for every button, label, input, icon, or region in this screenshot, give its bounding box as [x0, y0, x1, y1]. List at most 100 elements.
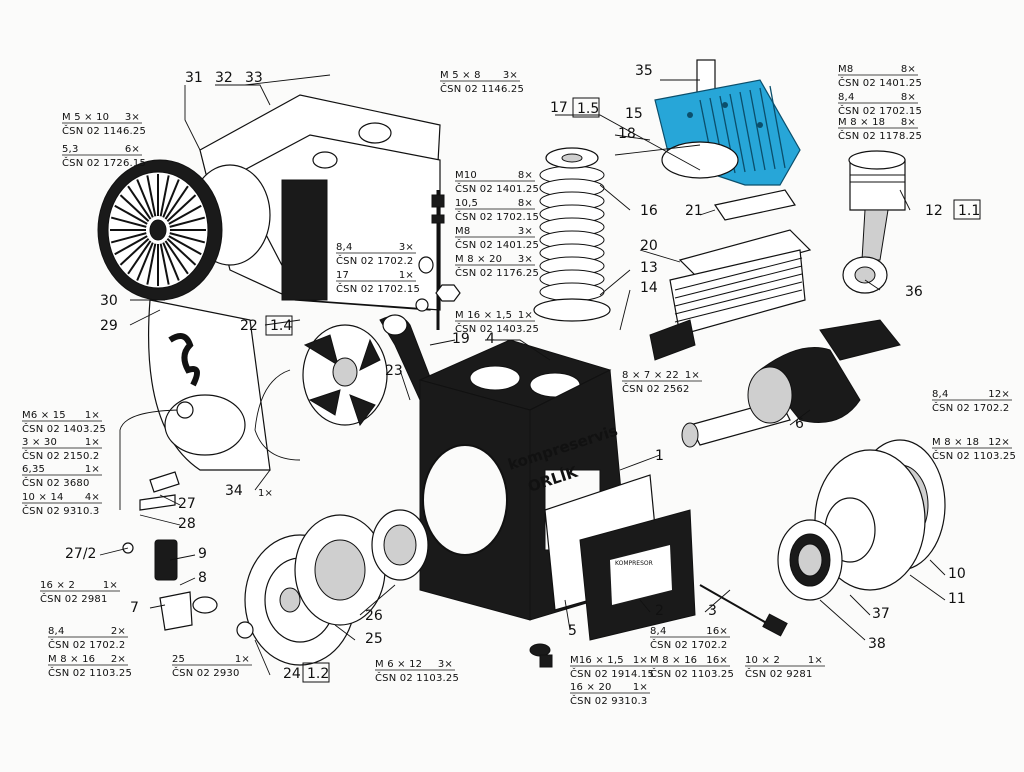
spec-size: M 8 × 20 [455, 254, 502, 265]
part-number-11: 11 [948, 591, 966, 607]
spec-size: M10 [455, 170, 477, 181]
spec-size: 16 × 20 [570, 682, 612, 693]
manifold-fin [674, 257, 803, 291]
spec-qty: 4× [85, 492, 100, 503]
spec-qty: 1× [633, 682, 648, 693]
spec-qty: 1× [235, 654, 250, 665]
grille-spoke [114, 204, 148, 225]
spec-size: 10 × 2 [745, 655, 780, 666]
spec-size: 17 [336, 270, 349, 281]
spec-16x20: 16 × 20 1×ČSN 02 9310.3 [570, 682, 650, 707]
spec-qty: 3× [518, 226, 533, 237]
spec-size: M 5 × 8 [440, 70, 481, 81]
part-number-30: 30 [100, 293, 118, 309]
grille-spoke [127, 240, 152, 275]
grille-spoke [110, 216, 147, 228]
spec-standard: ČSN 02 9310.3 [570, 694, 647, 707]
spec-qty: 1× [85, 410, 100, 421]
spec-standard: ČSN 02 2981 [40, 592, 108, 605]
spec-standard: ČSN 02 1176.25 [455, 266, 539, 279]
spec-standard: ČSN 02 1702.2 [336, 254, 413, 267]
qty-34: 1× [258, 488, 273, 499]
head-fin [739, 91, 756, 172]
spec-qty: 2× [111, 654, 126, 665]
fan-pulley [254, 324, 388, 461]
spec-size: 8,4 [838, 92, 855, 103]
spec-standard: ČSN 02 1178.25 [838, 129, 922, 142]
spec-qty: 8× [901, 64, 916, 75]
part-number-1: 1 [655, 448, 664, 464]
part-number-20: 20 [640, 238, 658, 254]
grille-spoke [168, 204, 202, 225]
grille-spoke [164, 185, 189, 220]
head-fin [749, 89, 766, 171]
spec-qty: 3× [438, 659, 453, 670]
oil-filler [122, 471, 218, 631]
part-number-2: 2 [655, 603, 664, 619]
part-number-5: 5 [568, 623, 577, 639]
grille-spoke [114, 235, 148, 256]
bearing-cover-rear [236, 509, 429, 666]
part-number-26: 26 [365, 608, 383, 624]
spec-size: M 16 × 1,5 [455, 310, 512, 321]
piston-conrod [842, 150, 906, 294]
spec-qty: 8× [901, 92, 916, 103]
grille-spoke [119, 237, 150, 266]
grille-spoke [127, 185, 152, 220]
spec-size: M 8 × 16 [650, 655, 697, 666]
spec-qty: 8× [518, 198, 533, 209]
part-number-21: 21 [685, 203, 703, 219]
grille-spoke [146, 175, 157, 217]
leader-lines [99, 74, 946, 676]
spec-standard: ČSN 02 1403.25 [22, 422, 106, 435]
part-number-11box: 1.1 [958, 203, 980, 219]
grille-spoke [162, 242, 180, 281]
spec-size: M 5 × 10 [62, 112, 109, 123]
spec-qty: 3× [399, 242, 414, 253]
spec-qty: 1× [685, 370, 700, 381]
spec-standard: ČSN 02 1702.15 [838, 104, 922, 117]
spec-size: M6 × 15 [22, 410, 66, 421]
spec-qty: 1× [103, 580, 118, 591]
part-number-14box: 1.4 [270, 318, 292, 334]
part-number-34: 34 [225, 483, 243, 499]
spec-standard: ČSN 02 1702.2 [48, 638, 125, 651]
spec-standard: ČSN 02 1103.25 [932, 449, 1016, 462]
part-number-12box: 1.2 [307, 666, 329, 682]
spec-size: 10 × 14 [22, 492, 64, 503]
fan-cover [189, 94, 441, 311]
spec-qty: 12× [988, 437, 1010, 448]
part-number-38: 38 [868, 636, 886, 652]
spec-size: M8 [838, 64, 853, 75]
cylinder [533, 147, 611, 322]
part-number-10: 10 [948, 566, 966, 582]
fan-grille [97, 159, 223, 301]
spec-qty: 1× [85, 437, 100, 448]
spec-standard: ČSN 02 1401.25 [455, 182, 539, 195]
studs [415, 190, 461, 330]
spec-qty: 8× [901, 117, 916, 128]
spec-size: 8,4 [48, 626, 65, 637]
spec-size: 10,5 [455, 198, 478, 209]
spec-size: M8 [455, 226, 470, 237]
grille-spoke [136, 242, 154, 281]
manifold-fin [674, 289, 803, 323]
part-number-272: 27/2 [65, 546, 96, 562]
spec-standard: ČSN 02 1146.25 [440, 82, 524, 95]
grille-spoke [159, 243, 170, 285]
part-number-19: 19 [452, 331, 470, 347]
part-number-35: 35 [635, 63, 653, 79]
